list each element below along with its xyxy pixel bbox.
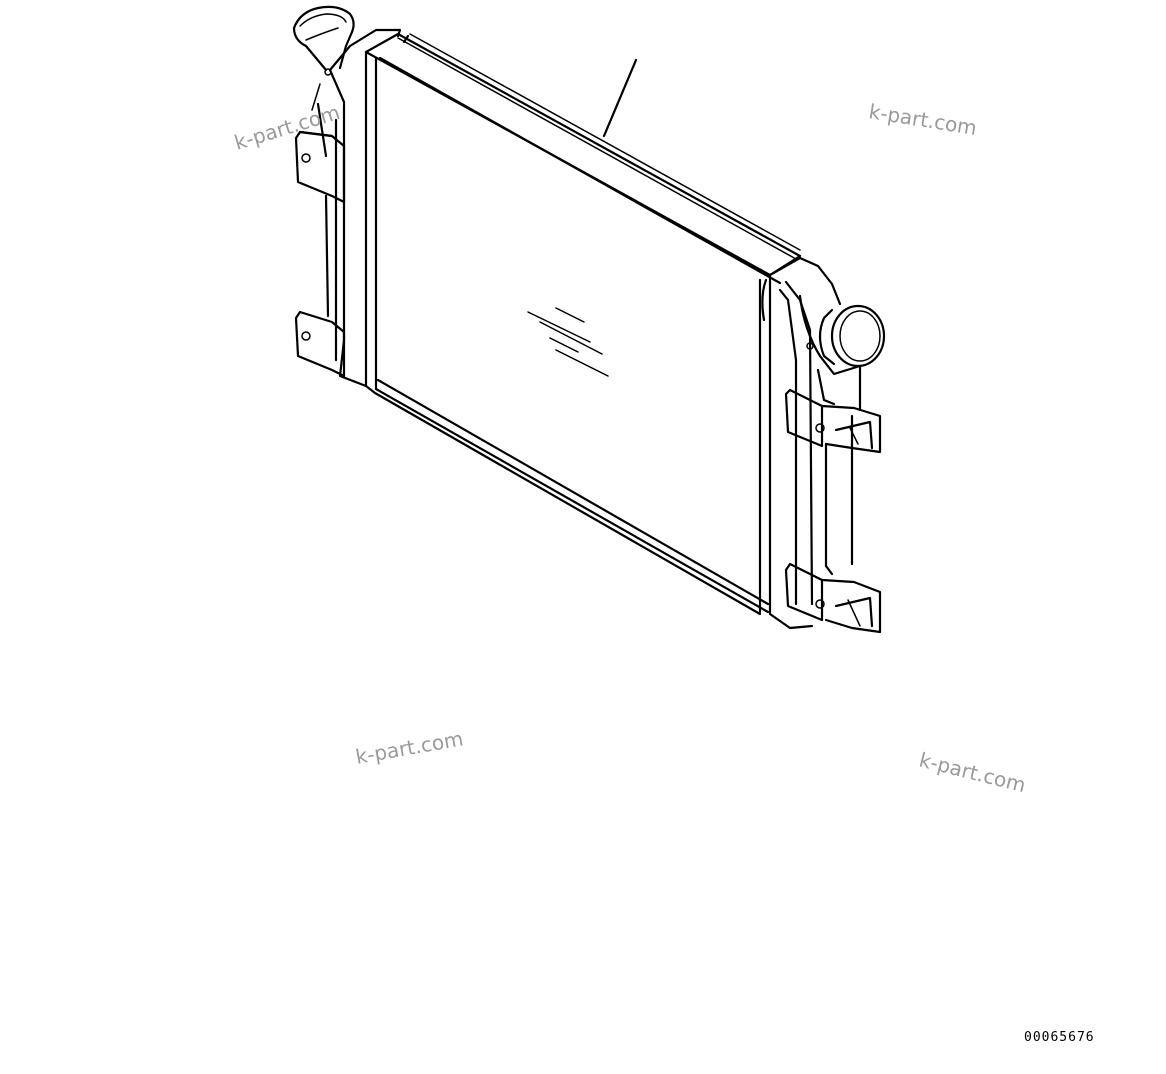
drawing-code: 00065676 — [1024, 1030, 1095, 1045]
outlet-pipe-icon — [818, 304, 886, 368]
watermarks: k-part.com k-part.com k-part.com k-part.… — [231, 99, 1028, 797]
watermark-top-left: k-part.com — [231, 100, 342, 155]
left-tank — [294, 28, 402, 388]
inlet-pipe-icon — [292, 5, 355, 111]
watermark-bottom-left: k-part.com — [354, 726, 465, 769]
intercooler-core-icon — [292, 5, 886, 634]
core-hatch — [527, 307, 609, 377]
watermark-bottom-right: k-part.com — [917, 748, 1028, 798]
watermark-top-right: k-part.com — [867, 99, 978, 140]
leader-line — [602, 58, 638, 138]
right-tank — [761, 256, 882, 634]
